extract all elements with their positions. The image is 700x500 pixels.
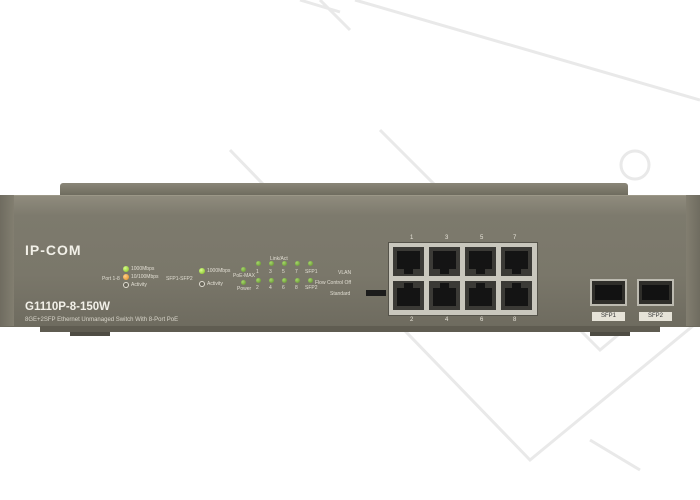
led-port-6 [282,278,287,283]
ethernet-port-5[interactable] [465,247,496,276]
port-number-3: 3 [445,235,449,241]
led-port-1 [256,261,261,266]
led-number-5: 5 [282,269,285,275]
left-rack-ear [0,195,14,326]
led-number-1: 1 [256,269,259,275]
port-number-5: 5 [480,235,484,241]
power-label: Power [237,286,252,292]
led-number-4: 4 [269,285,272,291]
port-number-2: 2 [410,317,414,323]
right-foot [590,332,630,336]
port-number-6: 6 [480,317,484,323]
led-port-8 [295,278,300,283]
vlan-label: VLAN [338,270,352,276]
led-poe-max [241,267,246,272]
led-label-sfp2: SFP2 [305,285,318,291]
led-sfp-1 [308,261,313,266]
legend-led-10-100 [123,274,129,280]
ethernet-port-8[interactable] [501,281,532,310]
link-act-label: Link/Act [270,256,288,262]
poe-max-label: PoE-MAX [233,273,255,279]
led-port-2 [256,278,261,283]
port-number-4: 4 [445,317,449,323]
bottom-edge [40,326,660,332]
led-number-3: 3 [269,269,272,275]
activity-icon [123,282,129,288]
top-cover [60,183,628,195]
sfp-port-2[interactable] [637,279,674,306]
led-port-7 [295,261,300,266]
port-number-1: 1 [410,235,414,241]
ethernet-port-4[interactable] [429,281,460,310]
led-power [241,280,246,285]
left-foot [70,332,110,336]
sfp-label-2: SFP2 [639,312,672,321]
legend-led-sfp-1000 [199,268,205,274]
port-number-7: 7 [513,235,517,241]
legend-1000-label: 1000Mbps [131,266,155,272]
flow-control-label: Flow Control Off [315,280,352,286]
port-number-8: 8 [513,317,517,323]
front-panel: IP-COM G1110P-8-150W 8GE+2SFP Ethernet U… [0,195,700,327]
led-port-5 [282,261,287,266]
led-port-3 [269,261,274,266]
legend-sfp-1000-label: 1000Mbps [207,268,231,274]
legend-activity-label: Activity [131,282,147,288]
led-number-2: 2 [256,285,259,291]
sfp-label-1: SFP1 [592,312,625,321]
ethernet-port-6[interactable] [465,281,496,310]
sfp-port-1[interactable] [590,279,627,306]
network-switch: IP-COM G1110P-8-150W 8GE+2SFP Ethernet U… [0,183,700,336]
led-number-8: 8 [295,285,298,291]
model-description: 8GE+2SFP Ethernet Unmanaged Switch With … [25,317,179,323]
legend-sfp-activity-label: Activity [207,281,223,287]
ethernet-port-1[interactable] [393,247,424,276]
port-group-label: Port 1-8 [102,276,120,282]
model-name: G1110P-8-150W [25,301,111,313]
legend-led-1000 [123,266,129,272]
led-port-4 [269,278,274,283]
sfp-group-label: SFP1-SFP2 [166,276,193,282]
mode-switch[interactable] [366,290,386,296]
led-sfp-2 [308,278,313,283]
rj45-port-block [388,242,538,316]
sfp-activity-icon [199,281,205,287]
brand-logo: IP-COM [25,242,82,258]
ethernet-port-7[interactable] [501,247,532,276]
standard-label: Standard [330,291,351,297]
led-number-7: 7 [295,269,298,275]
right-rack-ear [686,195,700,326]
legend-10-100-label: 10/100Mbps [131,274,159,280]
led-number-6: 6 [282,285,285,291]
ethernet-port-2[interactable] [393,281,424,310]
led-label-sfp1: SFP1 [305,269,318,275]
ethernet-port-3[interactable] [429,247,460,276]
